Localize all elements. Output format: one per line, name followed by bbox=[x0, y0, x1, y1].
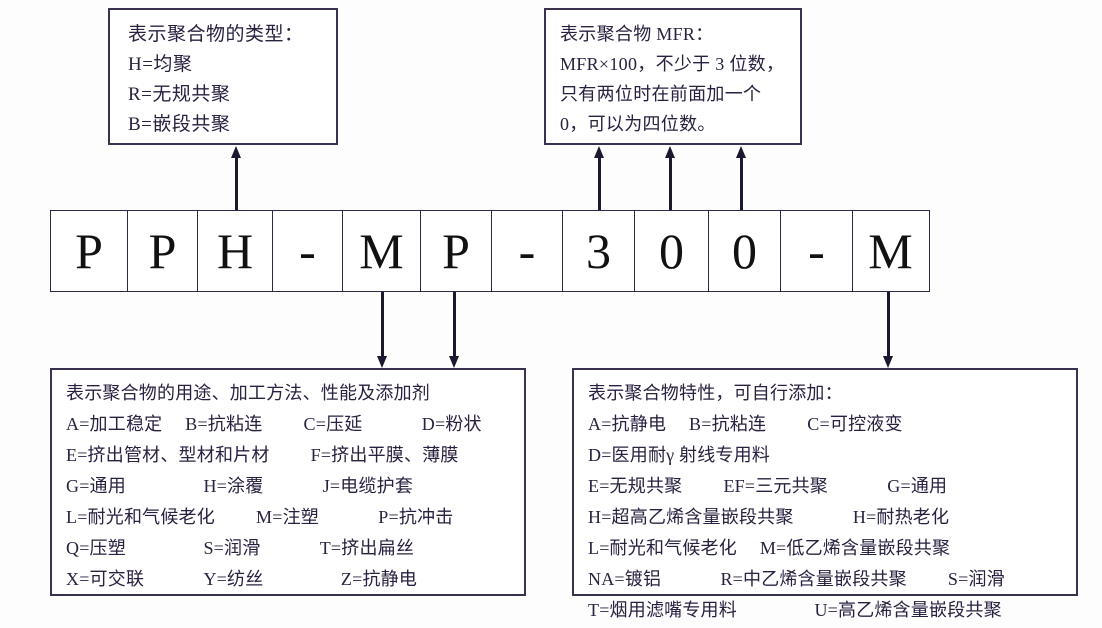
polymer-type-callout: 表示聚合物的类型： H=均聚 R=无规共聚 B=嵌段共聚 bbox=[108, 8, 338, 145]
code-cell-7: 3 bbox=[561, 210, 636, 292]
code-cell-9: 0 bbox=[707, 210, 782, 292]
callout-line: R=无规共聚 bbox=[128, 84, 231, 105]
code-cell-11: M bbox=[851, 210, 930, 292]
callout-line: T=烟用滤嘴专用料 U=高乙烯含量嵌段共聚 bbox=[588, 600, 1002, 620]
arrow-head-icon bbox=[883, 356, 893, 368]
code-cell-2: H bbox=[197, 210, 273, 292]
arrow-shaft bbox=[235, 154, 238, 210]
arrow-head-icon bbox=[736, 146, 746, 158]
code-cell-1: P bbox=[126, 210, 199, 292]
arrow-head-icon bbox=[594, 146, 604, 158]
code-cell-0: P bbox=[50, 210, 128, 292]
arrow-shaft bbox=[669, 154, 672, 210]
code-cell-5: P bbox=[419, 210, 493, 292]
callout-line: A=抗静电 B=抗粘连 C=可控液变 bbox=[588, 414, 903, 434]
callout-line: X=可交联 Y=纺丝 Z=抗静电 bbox=[66, 569, 418, 589]
callout-line: 0，可以为四位数。 bbox=[560, 114, 716, 134]
properties-callout: 表示聚合物特性，可自行添加： A=抗静电 B=抗粘连 C=可控液变 D=医用耐γ… bbox=[572, 368, 1078, 620]
arrow-head-icon bbox=[377, 356, 387, 368]
callout-line: L=耐光和气候老化 M=低乙烯含量嵌段共聚 bbox=[588, 538, 951, 558]
callout-line: G=通用 H=涂覆 J=电缆护套 bbox=[66, 476, 414, 496]
callout-line: A=加工稳定 B=抗粘连 C=压延 D=粉状 bbox=[66, 414, 482, 434]
code-cell-10: - bbox=[780, 210, 853, 292]
arrow-shaft bbox=[740, 154, 743, 210]
callout-line: E=挤出管材、型材和片材 F=挤出平膜、薄膜 bbox=[66, 445, 459, 465]
mfr-callout: 表示聚合物 MFR： MFR×100，不少于 3 位数， 只有两位时在前面加一个… bbox=[544, 8, 802, 145]
arrow-shaft bbox=[453, 292, 456, 358]
arrow-shaft bbox=[381, 292, 384, 358]
arrow-shaft bbox=[598, 154, 601, 210]
code-cell-3: - bbox=[271, 210, 344, 292]
code-cell-8: 0 bbox=[634, 210, 709, 292]
arrow-head-icon bbox=[449, 356, 459, 368]
callout-line: H=均聚 bbox=[128, 54, 193, 75]
callout-line: 表示聚合物的用途、加工方法、性能及添加剂 bbox=[66, 383, 430, 403]
callout-line: Q=压塑 S=润滑 T=挤出扁丝 bbox=[66, 538, 415, 558]
callout-line: MFR×100，不少于 3 位数， bbox=[560, 54, 785, 74]
callout-line: H=超高乙烯含量嵌段共聚 H=耐热老化 bbox=[588, 507, 950, 527]
callout-line: 表示聚合物 MFR： bbox=[560, 24, 714, 44]
code-cell-6: - bbox=[491, 210, 563, 292]
callout-line: D=医用耐γ 射线专用料 bbox=[588, 445, 771, 465]
arrow-shaft bbox=[887, 292, 890, 358]
callout-line: 表示聚合物特性，可自行添加： bbox=[588, 383, 843, 403]
callout-line: NA=镀铝 R=中乙烯含量嵌段共聚 S=润滑 bbox=[588, 569, 1005, 589]
callout-line: B=嵌段共聚 bbox=[128, 114, 231, 135]
arrow-head-icon bbox=[665, 146, 675, 158]
callout-line: E=无规共聚 EF=三元共聚 G=通用 bbox=[588, 476, 948, 496]
usage-callout: 表示聚合物的用途、加工方法、性能及添加剂 A=加工稳定 B=抗粘连 C=压延 D… bbox=[50, 368, 526, 596]
callout-line: L=耐光和气候老化 M=注塑 P=抗冲击 bbox=[66, 507, 454, 527]
arrow-head-icon bbox=[231, 146, 241, 158]
callout-line: 只有两位时在前面加一个 bbox=[560, 84, 762, 104]
callout-line: 表示聚合物的类型： bbox=[128, 24, 304, 45]
code-cell-4: M bbox=[342, 210, 421, 292]
